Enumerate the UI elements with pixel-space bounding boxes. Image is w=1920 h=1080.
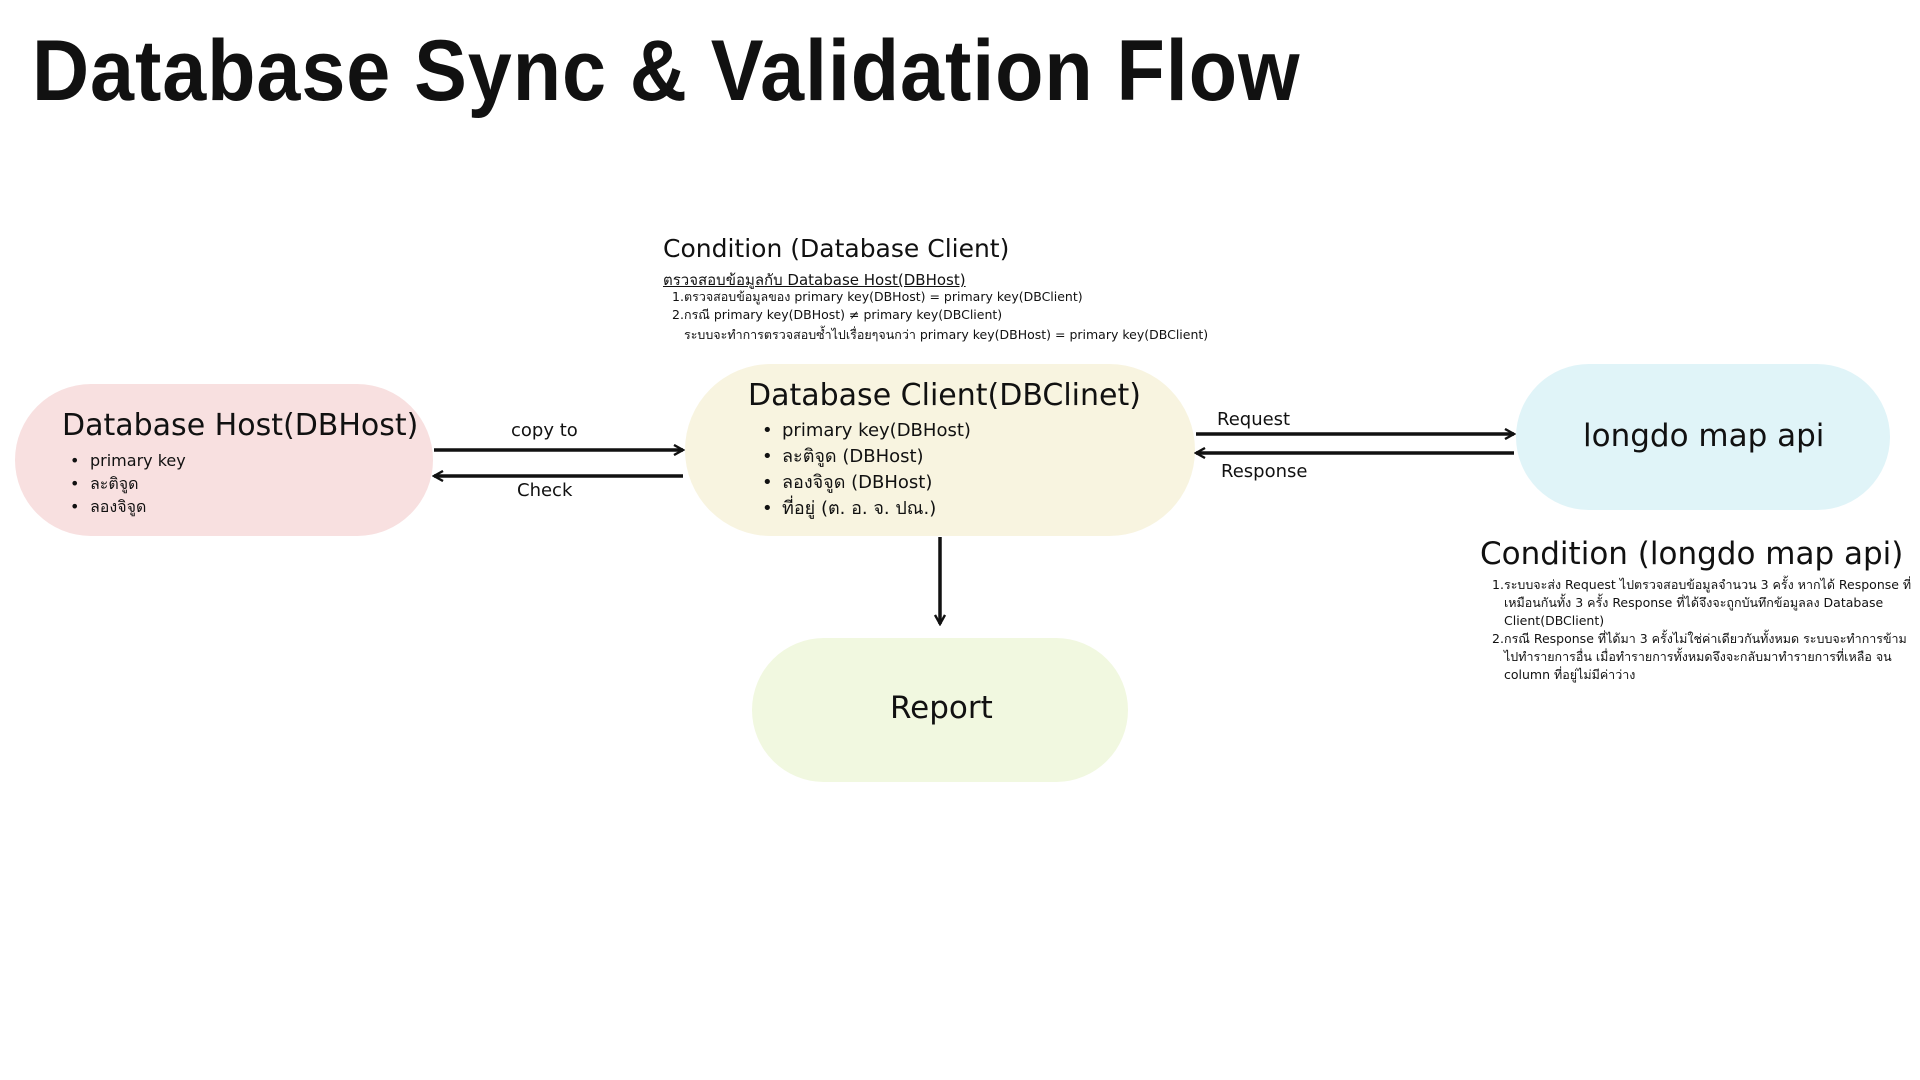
condition-client-item: 2.กรณี primary key(DBHost) ≠ primary key… [672, 307, 1003, 322]
condition-client-list: 1.ตรวจสอบข้อมูลของ primary key(DBHost) =… [672, 288, 1083, 324]
list-item: primary key [66, 449, 186, 472]
list-item: ละติจูด (DBHost) [758, 444, 971, 470]
response-label: Response [1221, 461, 1308, 482]
list-item: ที่อยู่ (ต. อ. จ. ปณ.) [758, 496, 971, 522]
page-title: Database Sync & Validation Flow [32, 23, 1301, 119]
condition-client-note: ระบบจะทำการตรวจสอบซ้ำไปเรื่อยๆจนกว่า pri… [684, 327, 1209, 342]
database-host-title: Database Host(DBHost) [62, 408, 419, 443]
list-item: primary key(DBHost) [758, 418, 971, 444]
database-host-fields: primary key ละติจูด ลองจิจูด [66, 449, 186, 518]
condition-client-title: Condition (Database Client) [663, 234, 1010, 263]
check-label: Check [517, 480, 573, 501]
list-item: ลองจิจูด (DBHost) [758, 470, 971, 496]
database-client-title: Database Client(DBClinet) [748, 378, 1141, 413]
condition-api-item: 2.กรณี Response ที่ได้มา 3 ครั้งไม่ใช่ค่… [1492, 631, 1907, 682]
database-client-fields: primary key(DBHost) ละติจูด (DBHost) ลอง… [758, 418, 971, 522]
list-item: ลองจิจูด [66, 495, 186, 518]
request-label: Request [1217, 409, 1291, 430]
condition-client-item: 1.ตรวจสอบข้อมูลของ primary key(DBHost) =… [672, 289, 1083, 304]
condition-api-item: 1.ระบบจะส่ง Request ไปตรวจสอบข้อมูลจำนวน… [1492, 577, 1912, 628]
condition-client-subtitle: ตรวจสอบข้อมูลกับ Database Host(DBHost) [663, 271, 966, 289]
longdo-map-api-title: longdo map api [1583, 418, 1825, 454]
longdo-map-api-node [1516, 364, 1890, 510]
condition-api-title: Condition (longdo map api) [1480, 536, 1904, 572]
list-item: ละติจูด [66, 472, 186, 495]
condition-api-list: 1.ระบบจะส่ง Request ไปตรวจสอบข้อมูลจำนวน… [1492, 576, 1916, 684]
copy-to-label: copy to [511, 420, 578, 441]
report-node [752, 638, 1128, 782]
report-title: Report [890, 690, 993, 726]
